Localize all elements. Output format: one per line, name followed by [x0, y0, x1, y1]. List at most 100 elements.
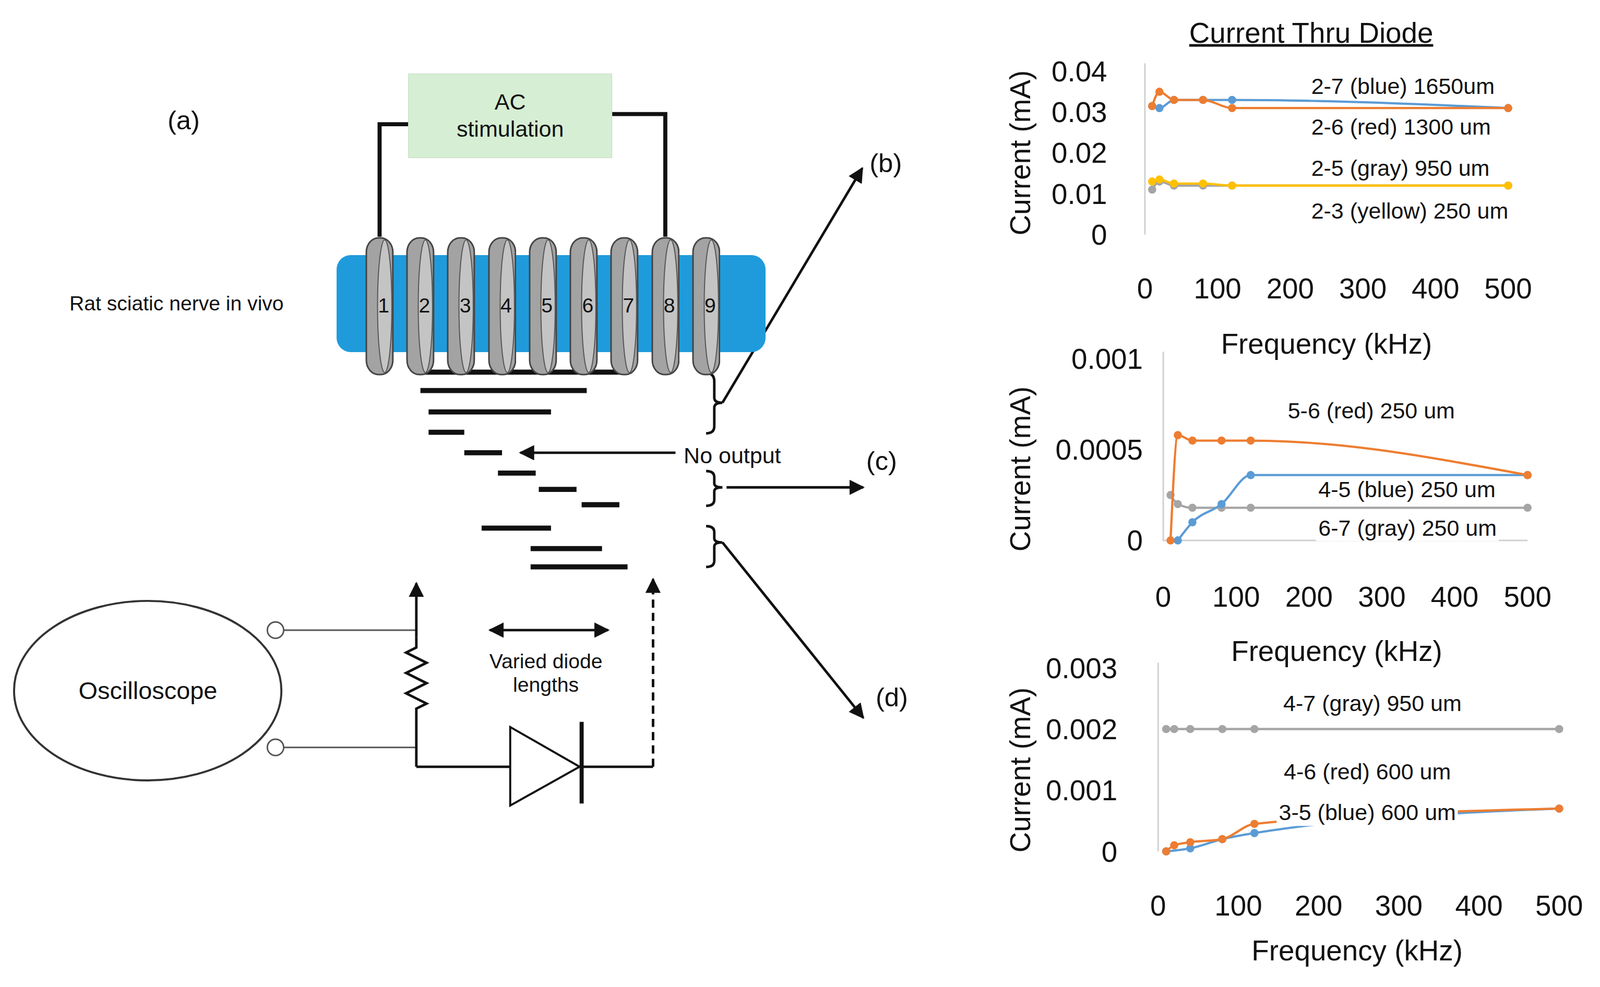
data-marker [1227, 103, 1237, 113]
electrode-body [611, 237, 638, 375]
axis-title: Frequency (kHz) [1221, 327, 1433, 361]
data-marker [1246, 503, 1256, 512]
data-marker [1523, 503, 1532, 512]
pointer-arrow [726, 486, 864, 489]
pointer-arrow [722, 542, 864, 719]
chart-title: Current Thru Diode [1189, 16, 1434, 50]
tick-label: 0.003 [1045, 651, 1118, 685]
tick-label: 500 [1484, 272, 1532, 306]
tick-label: 500 [1503, 580, 1551, 614]
data-marker [1218, 835, 1227, 844]
electrode-face [540, 240, 555, 373]
chart-axis [1163, 351, 1528, 541]
pointer-arrow [520, 451, 676, 455]
series-label: 2-3 (yellow) 250 um [1309, 198, 1511, 224]
series-label: 2-5 (gray) 950 um [1309, 155, 1492, 182]
tick-label: 0.02 [1051, 136, 1108, 170]
series-label: 4-7 (gray) 950 um [1281, 690, 1464, 717]
axis-title: Current (mA) [1004, 386, 1037, 552]
diode-length-bar [428, 430, 464, 436]
electrode-number: 6 [581, 293, 594, 319]
tick-label: 0.001 [1045, 774, 1118, 808]
circuit-wire [651, 579, 655, 768]
data-marker [1523, 471, 1532, 480]
cuff-electrode: 5 [528, 236, 558, 376]
data-marker [1503, 181, 1513, 190]
tick-label: 500 [1535, 889, 1583, 923]
diode-symbol [510, 722, 582, 806]
electrode-body [529, 237, 557, 375]
pointer-arrow [520, 168, 864, 719]
data-marker [1217, 500, 1226, 509]
cuff-electrode: 1 [365, 236, 394, 376]
electrode-face [418, 240, 433, 373]
data-marker [1555, 804, 1564, 814]
series-label: 3-5 (blue) 600 um [1276, 800, 1459, 827]
data-marker [1188, 503, 1197, 512]
electrode-number: 4 [500, 293, 512, 319]
data-marker [1148, 101, 1157, 111]
panel-letter: (c) [866, 446, 898, 477]
diode-length-bar [581, 502, 620, 508]
terminal [267, 622, 284, 639]
data-marker [1186, 725, 1195, 734]
tick-label: 0 [1150, 889, 1166, 923]
electrode-body [407, 237, 434, 375]
series-label: 4-6 (red) 600 um [1281, 759, 1453, 785]
data-marker [1227, 181, 1237, 190]
data-marker [1169, 841, 1179, 851]
tick-label: 300 [1339, 272, 1387, 306]
tick-label: 0.002 [1045, 713, 1118, 747]
data-marker [1169, 96, 1179, 105]
diode-length-bar [420, 388, 588, 394]
data-marker [1155, 175, 1164, 184]
terminal [267, 739, 284, 756]
data-marker [1155, 103, 1164, 113]
tick-label: 100 [1214, 889, 1262, 923]
electrode-body [651, 237, 679, 375]
resistor-symbol [406, 637, 427, 768]
electrode-face [581, 240, 596, 373]
series-label: 5-6 (red) 250 um [1285, 398, 1458, 424]
resistor-symbol [406, 637, 427, 768]
axis-title: Current (mA) [1004, 687, 1037, 853]
electrode-face [459, 240, 474, 373]
data-marker [1162, 847, 1171, 856]
electrode-number: 2 [419, 293, 431, 319]
cuff-electrode: 2 [406, 236, 435, 376]
data-marker [1246, 471, 1256, 480]
bracket [706, 373, 723, 567]
diode-symbol [510, 727, 580, 807]
electrode-face [663, 240, 678, 373]
data-marker [1162, 847, 1171, 856]
cuff-electrode: 4 [487, 236, 517, 376]
data-marker [1173, 431, 1182, 440]
data-marker [1186, 838, 1195, 847]
stimulation-wire [379, 124, 409, 237]
axis-title: Frequency (kHz) [1231, 634, 1443, 668]
data-marker [1227, 181, 1237, 190]
electrode-number: 9 [704, 293, 716, 319]
data-marker [1246, 436, 1256, 446]
electrode-body [447, 237, 475, 375]
electrode-face [499, 240, 515, 373]
tick-label: 300 [1375, 889, 1423, 923]
tick-label: 200 [1266, 272, 1315, 306]
cuff-electrode: 9 [691, 236, 721, 376]
tick-label: 0.01 [1051, 177, 1108, 211]
node-label: AC stimulation [444, 88, 577, 143]
electrode-body [488, 237, 516, 375]
chart-axis [1144, 63, 1528, 852]
data-marker [1198, 96, 1208, 105]
data-marker [1148, 177, 1157, 186]
circuit-wire [416, 579, 654, 768]
chart-axis [1157, 662, 1160, 852]
data-marker [1148, 101, 1157, 111]
data-marker [1218, 725, 1227, 734]
data-marker [1503, 103, 1513, 113]
tick-label: 400 [1411, 272, 1460, 306]
axis-title: Current (mA) [1004, 70, 1037, 236]
series-label: 4-5 (blue) 250 um [1316, 476, 1498, 503]
length-arrow [490, 628, 609, 632]
bracket [706, 471, 723, 506]
